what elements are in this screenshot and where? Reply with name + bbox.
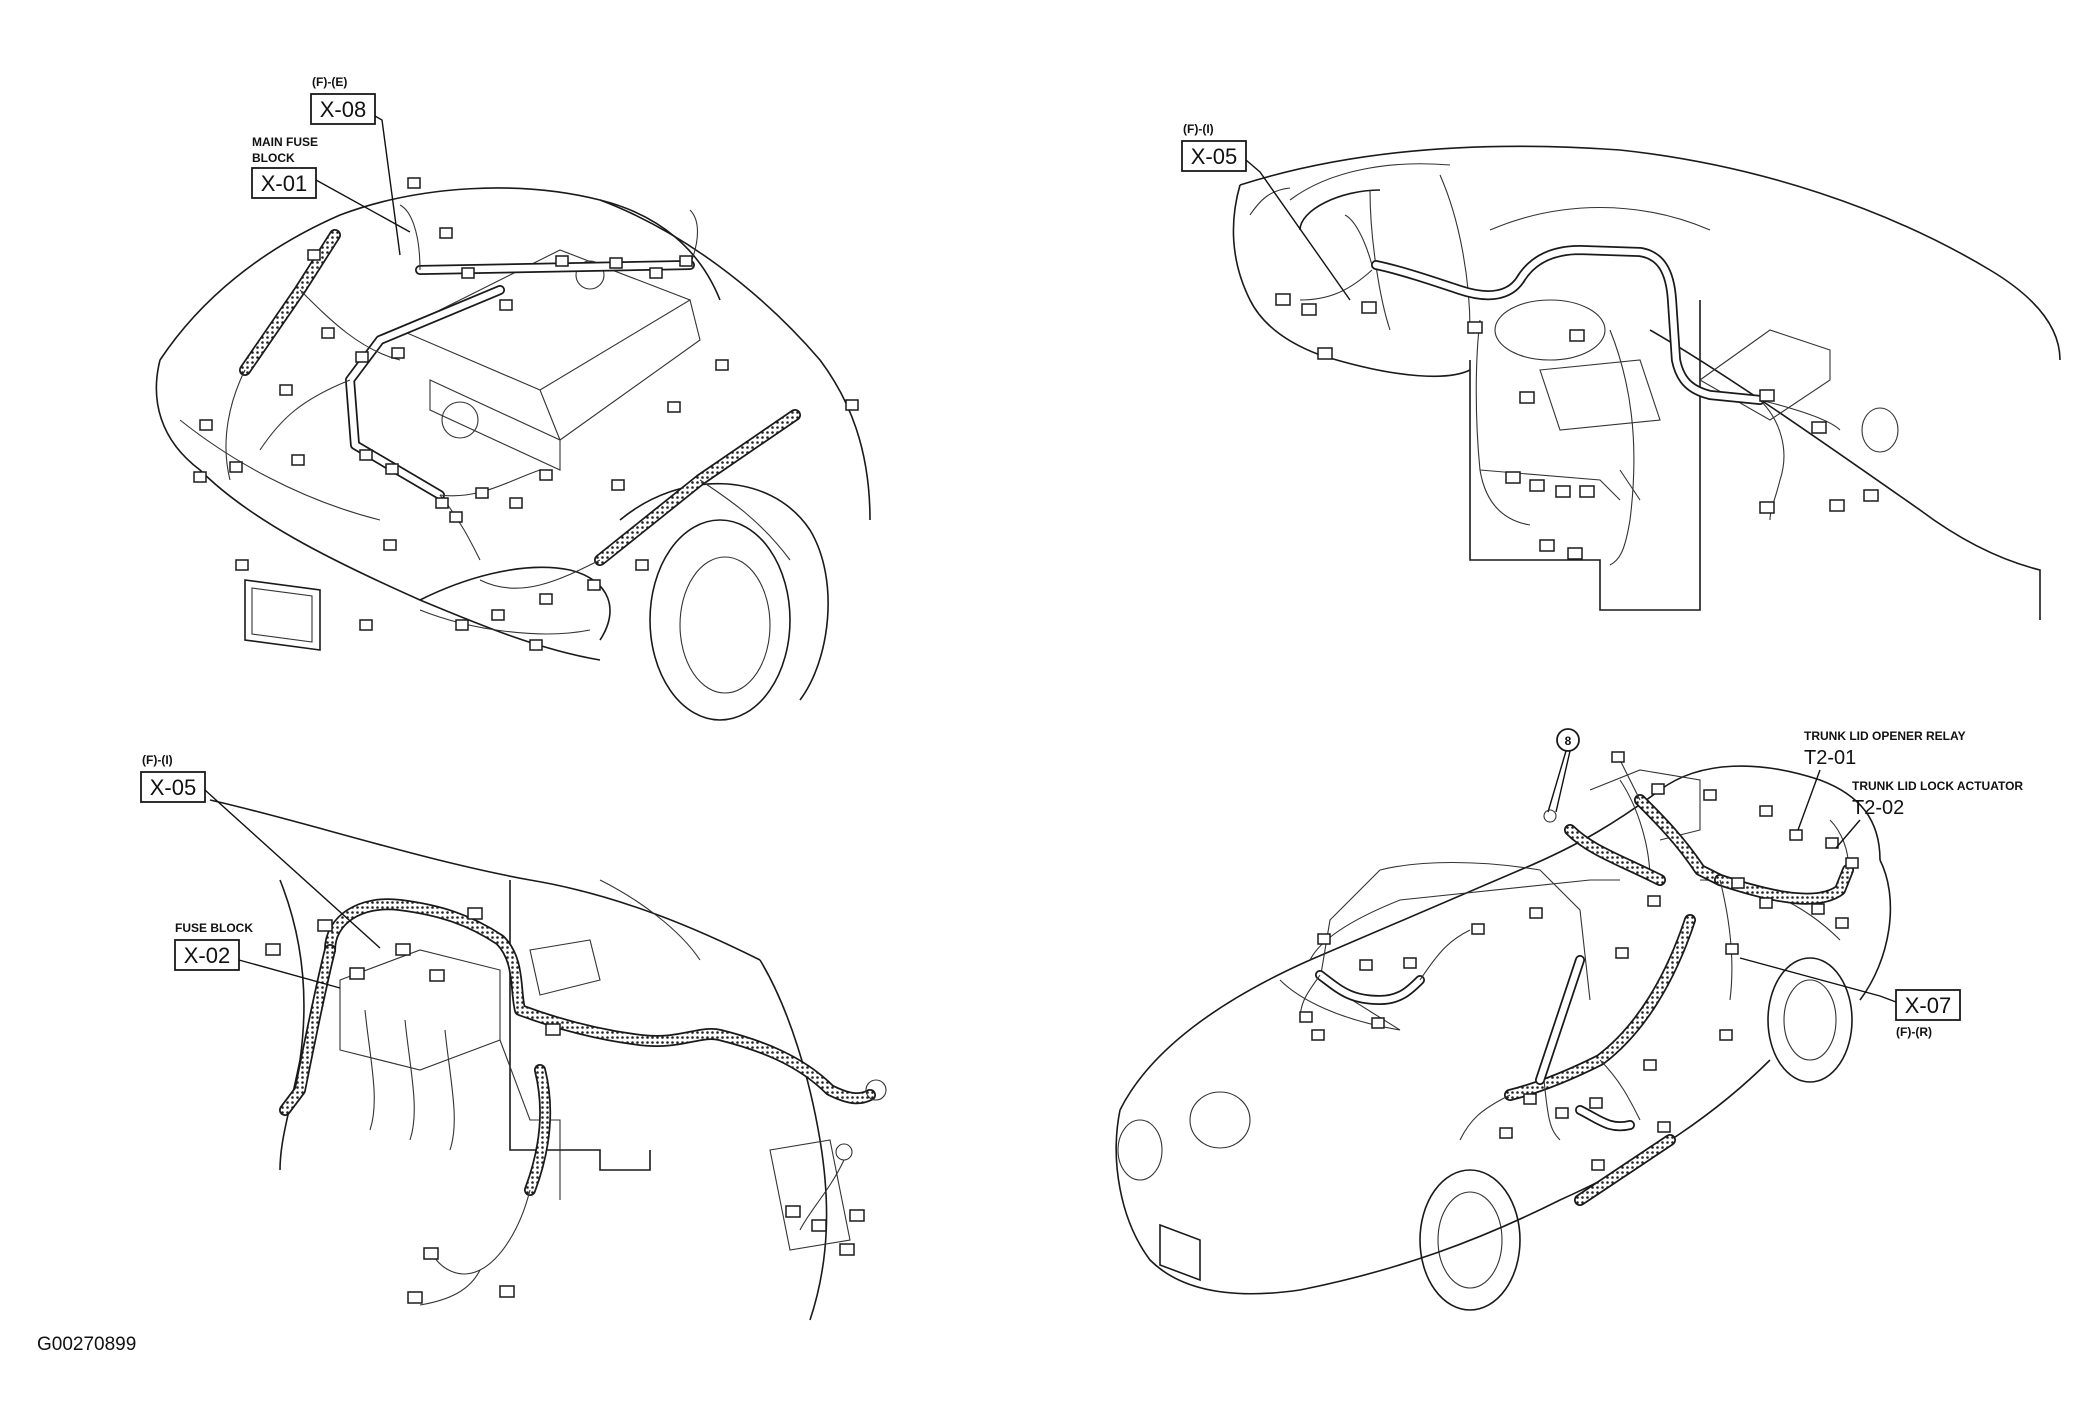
vehicle-connectors (1299, 751, 1859, 1171)
callout-t201: TRUNK LID OPENER RELAY T2-01 (1797, 729, 1966, 831)
x07-box (1895, 989, 1961, 1021)
dashboard-outline (1232, 145, 2061, 620)
t201-name: TRUNK LID OPENER RELAY (1804, 729, 1966, 743)
callout-x02: FUSE BLOCK X-02 (174, 921, 341, 989)
callout-x05-dash: (F)-(I) X-05 (1181, 122, 1351, 301)
firewall-view: (F)-(I) X-05 FUSE BLOCK X-02 (140, 753, 887, 1321)
firewall-harness (279, 898, 887, 1306)
x08-box (310, 93, 376, 125)
x07-location: (F)-(R) (1896, 1025, 1932, 1039)
t201-code: T2-01 (1804, 747, 1856, 769)
dashboard-harness (1299, 214, 1841, 566)
x02-box (174, 939, 240, 971)
x01-name-line1: MAIN FUSE (252, 135, 318, 149)
x01-box (251, 167, 317, 199)
x08-location: (F)-(E) (312, 75, 347, 89)
x05-dash-box (1181, 140, 1247, 172)
t202-code: T2-02 (1852, 797, 1904, 819)
x02-code: X-02 (184, 943, 230, 968)
callout-x01: MAIN FUSE BLOCK X-01 (251, 135, 411, 233)
x07-code: X-07 (1905, 993, 1951, 1018)
x01-name-line2: BLOCK (252, 151, 295, 165)
x05-dash-code: X-05 (1191, 144, 1237, 169)
callout-x08: (F)-(E) X-08 (310, 75, 401, 256)
x05-engine-box (140, 771, 206, 803)
ground-number: 8 (1565, 734, 1572, 748)
figure-id: G00270899 (37, 1334, 136, 1355)
ground-point-8: 8 (1543, 728, 1580, 823)
firewall-connectors (265, 907, 865, 1304)
x05-engine-code: X-05 (150, 775, 196, 800)
dashboard-view: (F)-(I) X-05 (1181, 122, 2061, 620)
engine-compartment-view: (F)-(E) X-08 MAIN FUSE BLOCK X-01 (155, 75, 871, 721)
vehicle-body-outline (1115, 765, 1892, 1311)
callout-x05-engine: (F)-(I) X-05 (140, 753, 381, 949)
callout-x07: X-07 (F)-(R) (1739, 957, 1961, 1039)
vehicle-outline (155, 187, 871, 721)
vehicle-harness (1299, 759, 1854, 1206)
engine-harness (225, 204, 801, 589)
callout-t202: TRUNK LID LOCK ACTUATOR T2-02 (1835, 779, 2023, 849)
vehicle-view: 8 TRUNK LID OPENER RELAY T2-01 TRUNK LID… (1115, 728, 2023, 1311)
t202-name: TRUNK LID LOCK ACTUATOR (1852, 779, 2023, 793)
x08-code: X-08 (320, 97, 366, 122)
x02-name: FUSE BLOCK (175, 921, 253, 935)
x05-dash-location: (F)-(I) (1183, 122, 1214, 136)
ground-number-circle (1556, 728, 1580, 752)
dashboard-connectors (1275, 293, 1879, 560)
engine-connectors (193, 177, 859, 651)
x05-engine-location: (F)-(I) (142, 753, 173, 767)
x01-code: X-01 (261, 171, 307, 196)
